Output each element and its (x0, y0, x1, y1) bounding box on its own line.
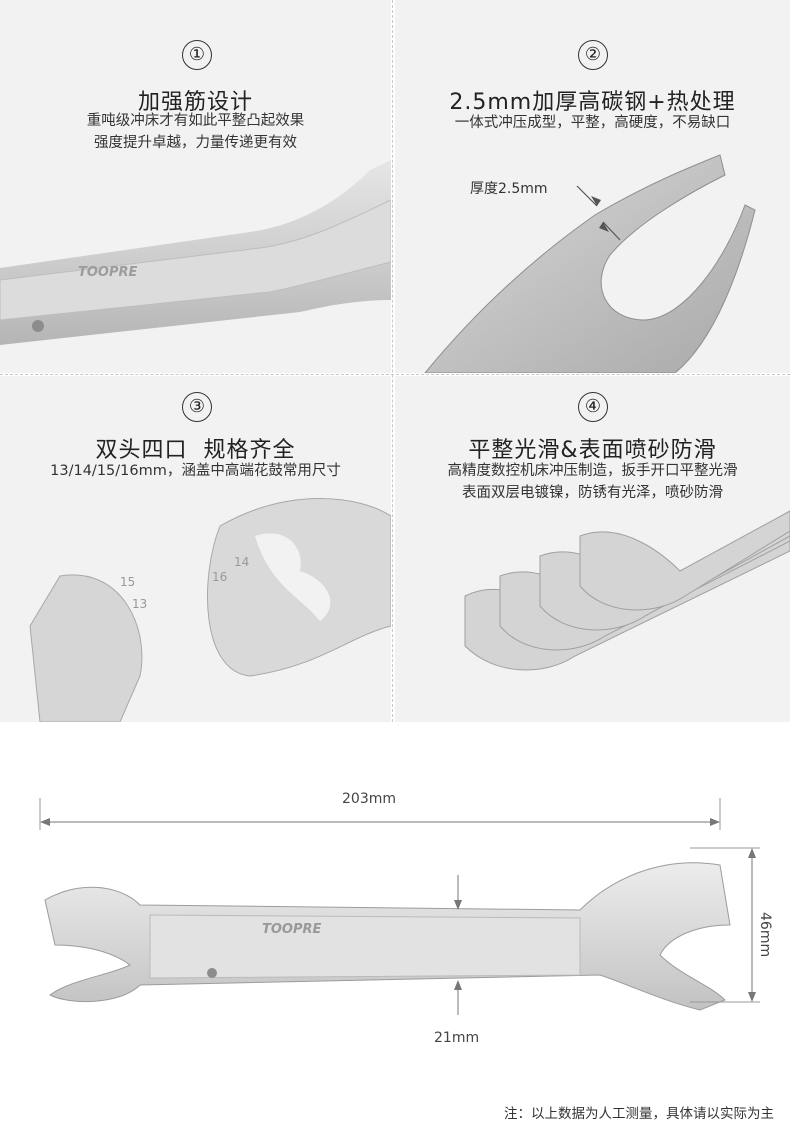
wrench-thickness-image (424, 154, 756, 373)
feature-panel-4 (395, 376, 790, 722)
feature-line-3a: 13/14/15/16mm，涵盖中高端花鼓常用尺寸 (50, 463, 341, 479)
wrench-rib-image: TOOPRE (0, 160, 391, 345)
feature-line-1b: 强度提升卓越，力量传递更有效 (94, 135, 297, 151)
feature-number-1: ① (182, 40, 212, 70)
wrench-stack-image (464, 510, 790, 671)
feature-number-3: ③ (182, 392, 212, 422)
horizontal-divider (0, 374, 790, 375)
feature-title-3: 双头四口 规格齐全 (95, 438, 296, 463)
svg-text:15: 15 (120, 575, 135, 589)
feature-line-1a: 重吨级冲床才有如此平整凸起效果 (86, 113, 305, 129)
width-dimension: 21mm (434, 1030, 480, 1046)
thickness-callout: 厚度2.5mm (470, 181, 548, 197)
svg-text:13: 13 (132, 597, 147, 611)
svg-text:16: 16 (212, 570, 227, 584)
brand-mark: TOOPRE (262, 922, 322, 937)
svg-text:TOOPRE: TOOPRE (78, 265, 138, 280)
feature-line-4b: 表面双层电镀镍，防锈有光泽，喷砂防滑 (462, 485, 723, 501)
feature-title-2: 2.5mm加厚高碳钢+热处理 (449, 90, 736, 115)
feature-title-4: 平整光滑&表面喷砂防滑 (468, 438, 717, 463)
length-dimension: 203mm (342, 791, 396, 807)
feature-number-2: ② (578, 40, 608, 70)
wrench-heads-image: 15 13 16 14 (29, 498, 391, 722)
feature-number-4: ④ (578, 392, 608, 422)
svg-text:14: 14 (234, 555, 249, 569)
feature-line-4a: 高精度数控机床冲压制造，扳手开口平整光滑 (447, 463, 738, 479)
vertical-divider (392, 0, 393, 722)
feature-panel-3: 15 13 16 14 (0, 376, 391, 722)
feature-line-2a: 一体式冲压成型，平整，高硬度，不易缺口 (454, 115, 731, 131)
measurement-note: 注：以上数据为人工测量，具体请以实际为主 (504, 1106, 774, 1122)
feature-title-1: 加强筋设计 (137, 90, 253, 115)
height-dimension: 46mm (757, 912, 773, 958)
